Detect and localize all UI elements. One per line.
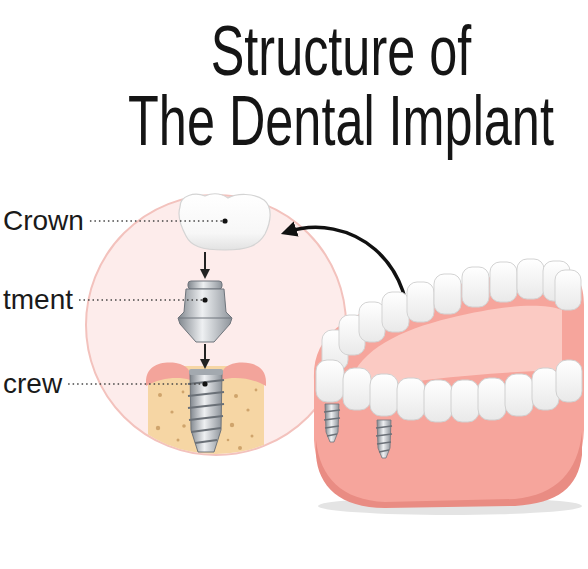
- leader-line: [90, 220, 222, 222]
- leader-line: [68, 383, 202, 385]
- part-label: Crown: [3, 205, 84, 237]
- bone: [146, 363, 266, 460]
- title: Structure of The Dental Implant: [128, 12, 554, 160]
- denture-model: [314, 259, 584, 515]
- leader-lines: [68, 218, 227, 386]
- part-label: crew: [3, 368, 62, 400]
- title-block: Structure of The Dental Implant: [124, 16, 557, 156]
- spacer: [492, 16, 558, 83]
- leader-line: [79, 299, 202, 301]
- crown: [179, 194, 270, 250]
- abutment: [178, 281, 232, 342]
- leader-dot: [202, 297, 207, 302]
- leader-dot: [202, 381, 207, 386]
- part-label: tment: [3, 284, 73, 316]
- assembly-arrow: [204, 344, 206, 364]
- implant-screw: [188, 369, 224, 452]
- assembly-arrow: [204, 252, 206, 274]
- spacer: [124, 16, 190, 83]
- leader-dot: [222, 218, 227, 223]
